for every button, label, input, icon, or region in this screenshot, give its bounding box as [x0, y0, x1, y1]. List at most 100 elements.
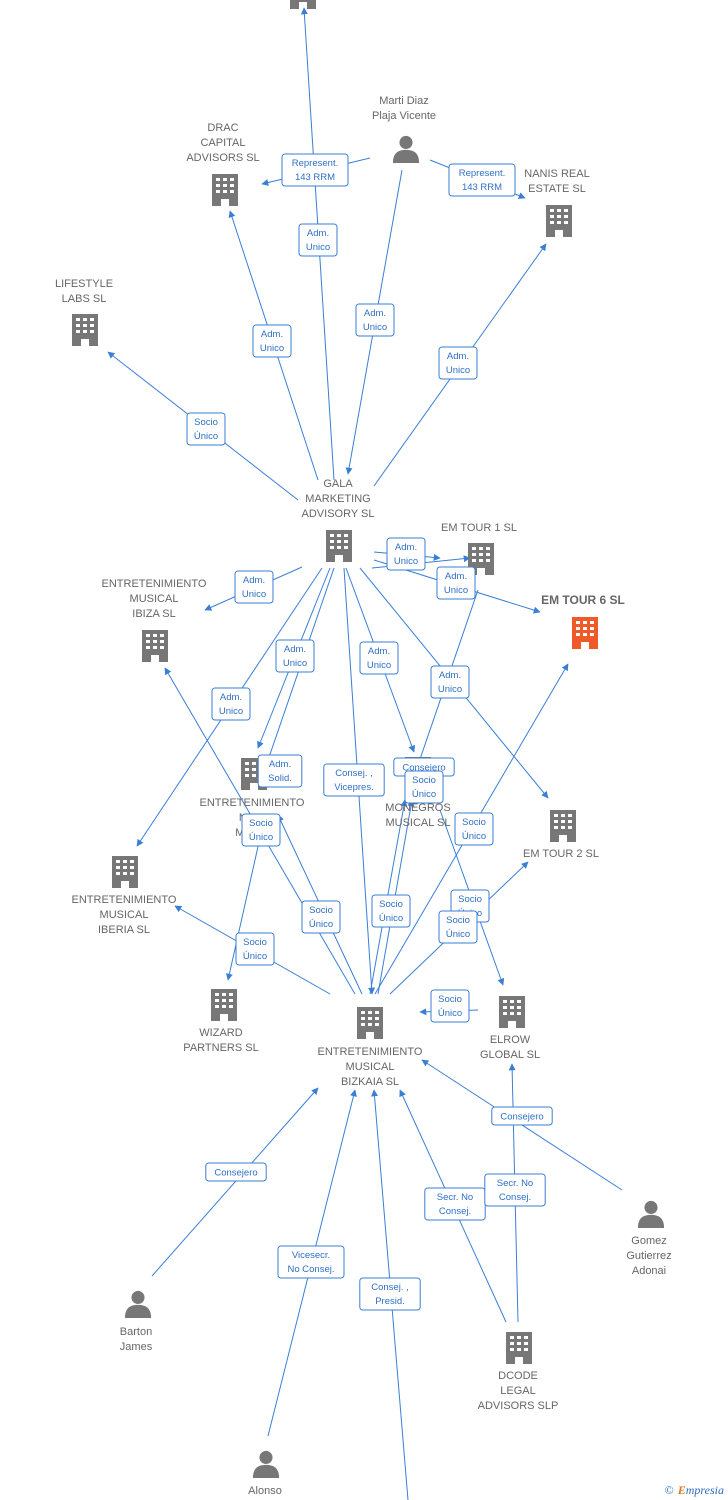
edge-label-text: Socio: [194, 417, 218, 428]
edge-label-text: Adm.: [439, 670, 461, 681]
edge-label-e10[interactable]: Adm. Unico: [234, 570, 274, 604]
edge-label-text: 143 RRM: [295, 172, 335, 183]
edge-label-text: Socio: [249, 818, 273, 829]
edge-label-box: [205, 1162, 267, 1182]
node-nanis[interactable]: NANIS REAL ESTATE SL: [524, 168, 590, 237]
node-top[interactable]: [290, 0, 316, 9]
node-label-ibiza: IBIZA SL: [132, 608, 175, 620]
edge-label-text: Único: [194, 431, 218, 442]
edge-label-e11[interactable]: Adm.Unico: [275, 639, 315, 673]
node-label-wizard: PARTNERS SL: [183, 1042, 258, 1054]
edge-label-e31[interactable]: Vicesecr.No Consej.: [277, 1245, 345, 1279]
edge-label-text: Unico: [306, 242, 330, 253]
edge-label-e4[interactable]: Adm.Unico: [252, 324, 292, 358]
node-label-drac: DRAC: [207, 122, 238, 134]
node-label-gala: GALA: [323, 478, 353, 490]
edge-label-text: Adm.: [243, 575, 265, 586]
edge-label-e2[interactable]: Represent.143 RRM: [448, 163, 516, 197]
edge-label-text: Unico: [444, 585, 468, 596]
edge-label-e27[interactable]: Consejero: [205, 1162, 267, 1182]
node-label-ibiza: MUSICAL: [130, 593, 179, 605]
empresia-credit: ©Empresia: [665, 1483, 724, 1498]
edge-label-text: Unico: [283, 658, 307, 669]
edge-label-e9[interactable]: Adm.Unico: [436, 566, 476, 600]
edge-label-e12[interactable]: Adm.Unico: [359, 641, 399, 675]
edge-label-box: [355, 303, 395, 337]
edge-label-e15[interactable]: Adm.Solid.: [257, 754, 303, 788]
node-emtour1[interactable]: EM TOUR 1 SL: [441, 522, 517, 575]
node-label-dcode: DCODE: [498, 1370, 538, 1382]
edge-label-e16[interactable]: Consej. ,Vicepres.: [323, 763, 385, 797]
node-monegros[interactable]: MONEGROS MUSICAL SL: [385, 757, 451, 829]
edge-label-e3[interactable]: Adm.Unico: [298, 223, 338, 257]
edge-label-text: Unico: [438, 684, 462, 695]
edge-label-text: Presid.: [375, 1296, 405, 1307]
edge-label-text: Unico: [260, 343, 284, 354]
edge-label-e1[interactable]: Represent.143 RRM: [281, 153, 349, 187]
edge-label-box: [235, 932, 275, 966]
edge-label-text: Adm.: [447, 351, 469, 362]
edge-label-text: Unico: [242, 589, 266, 600]
edge-label-text: Socio: [243, 937, 267, 948]
node-label-iberia: MUSICAL: [100, 909, 149, 921]
edge-label-e32[interactable]: Consej. ,Presid.: [359, 1277, 421, 1311]
node-emtour6[interactable]: EM TOUR 6 SL: [541, 593, 625, 649]
edge-label-box: [386, 537, 426, 571]
building-icon: [290, 0, 316, 9]
edge-label-e14[interactable]: Adm.Unico: [211, 687, 251, 721]
edge-label-e13[interactable]: Adm. Unico: [430, 665, 470, 699]
edge-label-text: Único: [438, 1008, 462, 1019]
edge-label-text: Consejero: [500, 1112, 543, 1123]
edge-label-text: Único: [249, 832, 273, 843]
edge-label-text: Adm.: [364, 308, 386, 319]
node-label-dcode: ADVISORS SLP: [478, 1400, 559, 1412]
edge-label-box: [430, 665, 470, 699]
edge-label-text: Socio: [438, 994, 462, 1005]
edge-label-e5[interactable]: Adm.Unico: [355, 303, 395, 337]
edge-label-e28[interactable]: Consejero: [491, 1106, 553, 1126]
node-label-nanis: ESTATE SL: [528, 183, 586, 195]
node-label-nanis: NANIS REAL: [524, 168, 589, 180]
node-label-lifestyle: LIFESTYLE: [55, 278, 113, 290]
node-label-bizkaia: ENTRETENIMIENTO: [318, 1046, 423, 1058]
edge-label-box: [359, 641, 399, 675]
edge-labels-layer: Represent.143 RRM Represent.143 RRM Adm. Un…: [186, 153, 553, 1311]
building-icon: [506, 1332, 532, 1364]
node-label-emtour1: EM TOUR 1 SL: [441, 522, 517, 534]
edge-label-box: [454, 812, 494, 846]
node-label-monegros: MUSICAL SL: [385, 817, 450, 829]
node-label-monegros: MONEGROS: [385, 802, 450, 814]
edge-label-e8[interactable]: Adm.Unico: [386, 537, 426, 571]
node-label-marti: Plaja Vicente: [372, 110, 436, 122]
node-alonso[interactable]: Alonso: [248, 1450, 282, 1497]
edge-label-box: [186, 412, 226, 446]
edge-label-box: [484, 1173, 546, 1207]
edge-label-box: [281, 153, 349, 187]
edge-label-e6[interactable]: Adm.Unico: [438, 346, 478, 380]
node-emtour2[interactable]: EM TOUR 2 SL: [523, 810, 599, 860]
edge-label-box: [491, 1106, 553, 1126]
